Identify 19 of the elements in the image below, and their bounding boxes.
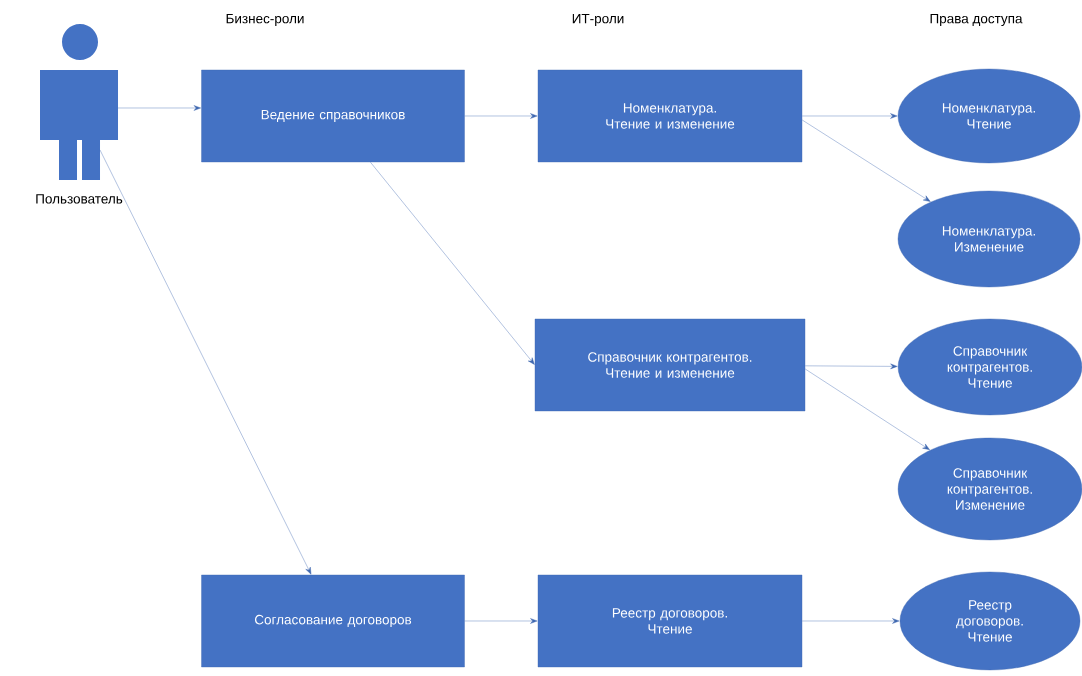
role-box: Ведение справочников (201, 69, 465, 163)
arrow (99, 149, 312, 575)
column-heading: ИТ-роли (572, 13, 624, 27)
role-box: Справочник контрагентов. Чтение и изменение (534, 318, 806, 412)
arrow (802, 113, 898, 119)
role-box: Номенклатура. Чтение и изменение (537, 69, 803, 163)
arrow (802, 618, 900, 624)
role-box: Реестр договоров. Чтение (537, 574, 803, 668)
column-heading: Права доступа (930, 13, 1023, 27)
arrow (370, 162, 535, 365)
column-heading: Бизнес-роли (226, 13, 304, 27)
role-box: Согласование договоров (201, 574, 465, 668)
arrow (117, 105, 201, 111)
arrow (805, 363, 898, 370)
arrow (805, 368, 930, 450)
arrow (464, 618, 538, 624)
arrow (464, 113, 538, 119)
node-label: Пользователь (36, 194, 123, 204)
arrow (802, 119, 931, 202)
